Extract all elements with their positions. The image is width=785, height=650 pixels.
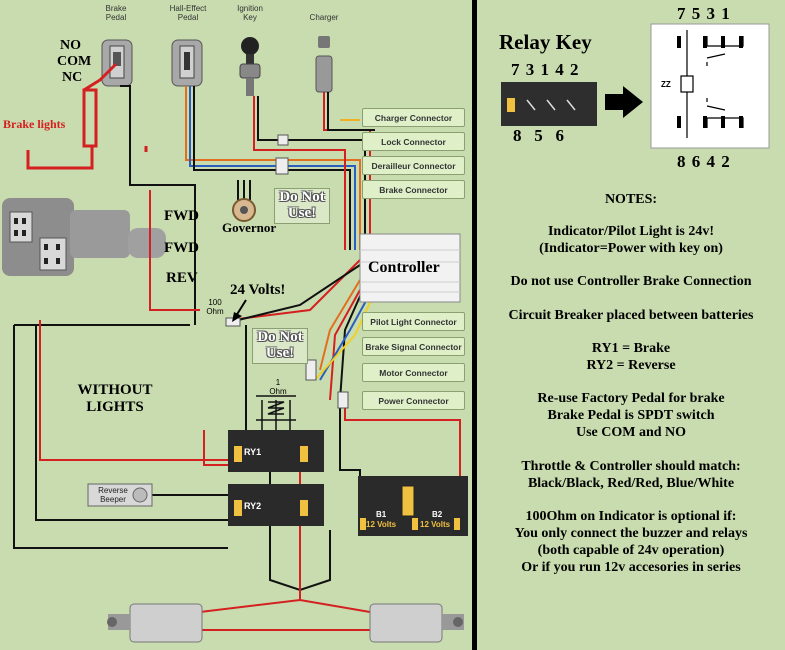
relay-top-pins: 7 3 1 4 2: [511, 60, 580, 79]
relay-coil-label: ZZ: [661, 80, 671, 89]
brake-pedal-label: Brake Pedal: [105, 4, 127, 22]
relay-key-title: Relay Key: [499, 30, 592, 54]
brake-light-wires: [26, 62, 148, 170]
charger-connector: Charger Connector: [362, 108, 465, 127]
pilot-light-connector: Pilot Light Connector: [362, 312, 465, 331]
reverse-beeper-label: Reverse Beeper: [98, 486, 128, 504]
arrow-right-icon: [605, 86, 643, 118]
brake-signal-connector: Brake Signal Connector: [362, 337, 465, 356]
arrow-24v: [235, 299, 247, 317]
charger-plug: [315, 36, 333, 93]
relay-ry2: [228, 484, 324, 526]
wire-harness: [185, 86, 461, 520]
switch-no-label: NO: [60, 38, 81, 53]
do-not-use-upper: Do Not Use!: [274, 188, 330, 224]
brake-lights-label: Brake lights: [3, 117, 66, 131]
note-ry1: RY1 = Brake: [591, 341, 671, 356]
direction-fwd-2: FWD: [164, 240, 199, 256]
controller-box: [359, 233, 461, 303]
note-12v-series: Or if you run 12v accesories in series: [521, 560, 741, 575]
note-24v-operation: (both capable of 24v operation): [537, 543, 725, 558]
motor-left: [107, 603, 203, 643]
note-indicator: Indicator/Pilot Light is 24v!: [547, 224, 715, 239]
note-indicator-detail: (Indicator=Power with key on): [539, 241, 723, 256]
direction-fwd-1: FWD: [164, 208, 199, 224]
note-ry2: RY2 = Reverse: [586, 358, 676, 373]
battery-b2-label: B2: [432, 510, 443, 519]
steering-assembly: [2, 198, 166, 276]
note-com-no: Use COM and NO: [575, 425, 687, 440]
battery-b2-voltage: 12 Volts: [420, 520, 451, 529]
brake-connector: Brake Connector: [362, 180, 465, 199]
note-wire-colors: Black/Black, Red/Red, Blue/White: [527, 476, 735, 491]
reverse-beeper: [87, 483, 153, 507]
ry1-label: RY1: [244, 447, 262, 457]
battery-b1-voltage: 12 Volts: [366, 520, 397, 529]
note-buzzer-relays: You only connect the buzzer and relays: [514, 526, 748, 541]
lock-connector: Lock Connector: [362, 132, 465, 151]
without-lights-label: WITHOUT LIGHTS: [77, 382, 153, 415]
controller-label: Controller: [368, 259, 440, 276]
motor-right: [369, 603, 464, 643]
relay-photo: [501, 82, 597, 126]
ry2-label: RY2: [244, 501, 262, 511]
note-spdt: Brake Pedal is SPDT switch: [547, 408, 715, 423]
wiring-drawing: [2, 36, 468, 643]
note-100ohm: 100Ohm on Indicator is optional if:: [525, 509, 737, 524]
direction-rev: REV: [166, 270, 198, 286]
relay-diagram-top-pins: 7 5 3 1: [677, 4, 731, 23]
ignition-key-label: Ignition Key: [237, 4, 263, 22]
main-wiring-loop: [13, 85, 331, 592]
wiring-panel: Brake Pedal Hall-Effect Pedal Ignition K…: [0, 0, 472, 650]
relay-ry1: [228, 430, 324, 472]
note-brake-connection: Do not use Controller Brake Connection: [510, 274, 752, 289]
note-circuit-breaker: Circuit Breaker placed between batteries: [508, 308, 754, 323]
battery-pack: [358, 476, 468, 536]
hall-effect-pedal-label: Hall-Effect Pedal: [169, 4, 207, 22]
notes-panel: Relay Key 7 3 1 4 2: [477, 0, 785, 650]
power-connector: Power Connector: [362, 391, 465, 410]
resistor-1ohm: [256, 395, 296, 430]
brake-pedal: [101, 39, 133, 87]
inline-connectors: [225, 134, 349, 409]
resistor-100-label: 100 Ohm: [206, 298, 224, 316]
governor-label: Governor: [222, 220, 277, 235]
relay-schematic: [650, 23, 770, 149]
relay-diagram-bottom-pins: 8 6 4 2: [677, 152, 731, 171]
note-factory-pedal: Re-use Factory Pedal for brake: [537, 391, 725, 406]
ignition-key: [239, 37, 261, 96]
battery-b1-label: B1: [376, 510, 387, 519]
motor-connector: Motor Connector: [362, 363, 465, 382]
resistor-1-label: 1 Ohm: [269, 378, 287, 396]
relay-key-drawing: [501, 23, 770, 149]
hall-effect-pedal: [171, 39, 203, 87]
governor: [232, 198, 256, 222]
relay-bottom-pins: 8 5 6: [513, 126, 564, 145]
24-volts-label: 24 Volts!: [230, 282, 286, 298]
arrow-head: [232, 312, 242, 322]
charger-label: Charger: [309, 13, 339, 22]
notes-heading: NOTES:: [604, 192, 658, 207]
do-not-use-lower: Do Not Use!: [252, 328, 308, 364]
derailleur-connector: Derailleur Connector: [362, 156, 465, 175]
switch-com-label: COM: [57, 54, 92, 69]
switch-nc-label: NC: [62, 70, 83, 85]
note-throttle-match: Throttle & Controller should match:: [521, 459, 741, 474]
